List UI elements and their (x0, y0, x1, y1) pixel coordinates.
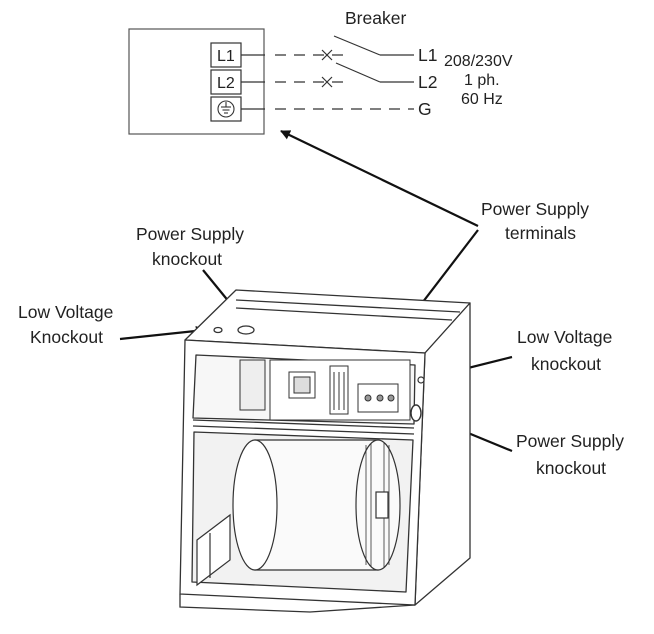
power-supply-knockout-right-label-line1: Power Supply (516, 431, 624, 451)
power-supply-knockout-right-label-line2: knockout (536, 458, 606, 478)
ground-icon (217, 100, 235, 118)
frequency-label: 60 Hz (461, 91, 503, 108)
blower-wheel (232, 439, 401, 571)
line-l2-label: L2 (418, 72, 437, 92)
terminal-l2-label: L2 (217, 75, 235, 92)
wiring-diagram: L1 L2 Breake (128, 8, 513, 135)
wire-l2 (241, 62, 414, 88)
terminal-l1-box (210, 42, 242, 68)
low-voltage-knockout-side-hole (417, 376, 425, 384)
power-supply-terminals-label-line2: terminals (505, 223, 576, 243)
terminal-l2-box (210, 69, 242, 95)
voltage-label: 208/230V (444, 53, 513, 70)
breaker-label: Breaker (345, 8, 406, 28)
line-g-label: G (418, 99, 432, 119)
arrow-terminals-to-wiring (280, 130, 479, 227)
arrow-low-voltage-left (119, 325, 206, 341)
terminal-l1-label: L1 (217, 48, 235, 65)
power-supply-knockout-top-label-line1: Power Supply (136, 224, 244, 244)
line-l1-label: L1 (418, 45, 437, 65)
mounting-bracket (196, 513, 231, 587)
power-supply-knockout-side-hole (410, 404, 422, 422)
power-supply-knockout-top-hole (237, 325, 255, 335)
base-flange (179, 594, 416, 613)
wire-l1 (241, 35, 414, 61)
low-voltage-knockout-left-label-line1: Low Voltage (18, 302, 113, 322)
low-voltage-knockout-right-label-line2: knockout (531, 354, 601, 374)
low-voltage-knockout-left-label-line2: Knockout (30, 327, 103, 347)
low-voltage-knockout-right-label-line1: Low Voltage (517, 327, 612, 347)
phase-label: 1 ph. (464, 72, 500, 89)
low-voltage-knockout-top-hole (213, 326, 223, 334)
power-supply-terminals-label-line1: Power Supply (481, 199, 589, 219)
power-supply-knockout-top-label-line2: knockout (152, 249, 222, 269)
control-board (239, 359, 411, 421)
